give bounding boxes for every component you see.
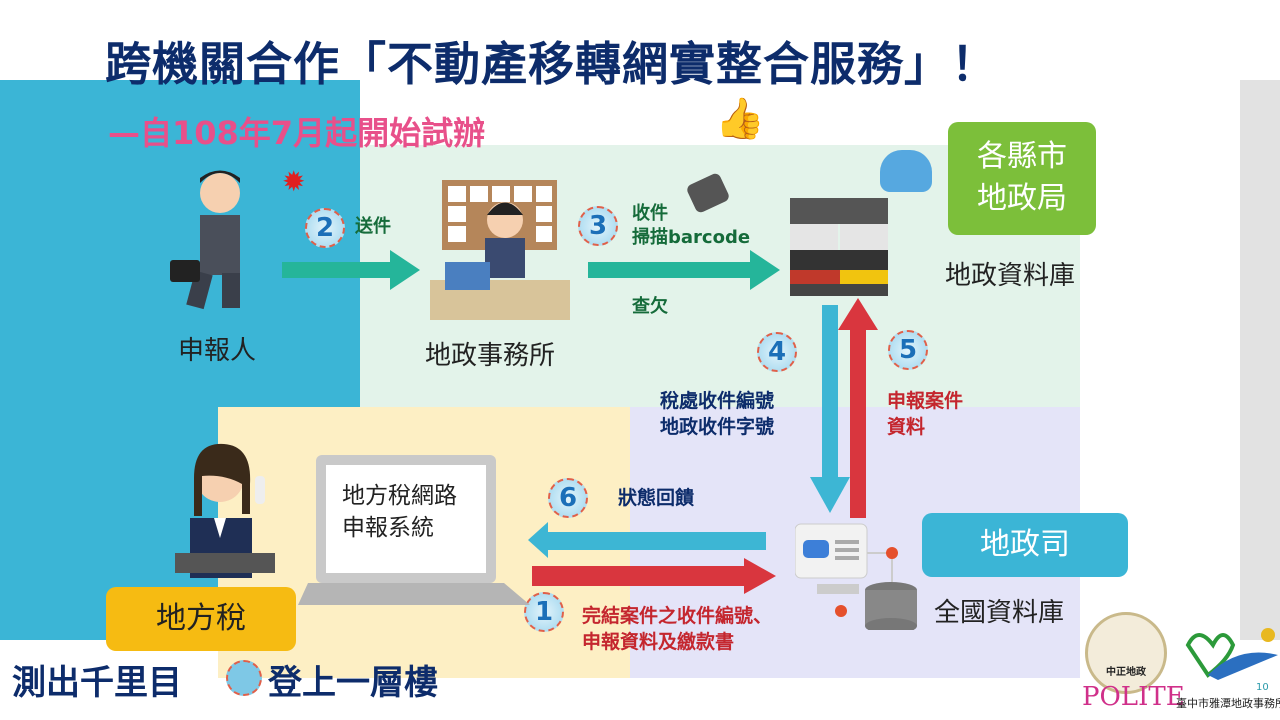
slogan-left: 測出千里目 xyxy=(12,663,182,703)
step-4-text: 稅處收件編號 地政收件字號 xyxy=(660,390,775,438)
step-1-badge: 1 xyxy=(524,592,564,632)
tax-clerk-phone-icon xyxy=(170,438,280,582)
polite-logo-center: 中正地政 xyxy=(1106,667,1146,678)
office-logo-icon xyxy=(1178,625,1278,684)
subtitle: —自108年7月起開始試辦 xyxy=(108,114,486,152)
polite-wordmark: POLITE xyxy=(1082,682,1185,712)
tax-system-label: 地方稅網路 申報系統 xyxy=(342,483,457,541)
step-5-text: 申報案件 資料 xyxy=(887,390,964,438)
local-tax-box: 地方稅 xyxy=(106,587,296,651)
county-bureau-box: 各縣市 地政局 xyxy=(948,122,1096,235)
national-database-label: 全國資料庫 xyxy=(934,598,1065,628)
arrow-down-4 xyxy=(810,305,850,513)
sun-icon: ✹ xyxy=(282,165,306,198)
arrow-send xyxy=(282,250,420,290)
arrow-case-data xyxy=(532,558,776,594)
applicant-figure-icon xyxy=(170,165,260,315)
office-name: 臺中市雅潭地政事務所 xyxy=(1176,697,1280,710)
gray-strip xyxy=(1240,80,1280,640)
applicant-label: 申報人 xyxy=(178,336,257,366)
land-database-label: 地政資料庫 xyxy=(945,261,1076,291)
globe-icon xyxy=(226,660,262,696)
step-2-text: 送件 xyxy=(355,216,391,237)
step-2-badge: 2 xyxy=(305,208,345,248)
slogan-right: 登上一層樓 xyxy=(268,663,438,703)
step-3-text: 收件 掃描barcode xyxy=(632,203,751,248)
arrow-up-5 xyxy=(838,298,878,518)
national-server-icon xyxy=(794,520,925,634)
land-office-label: 地政事務所 xyxy=(425,341,556,371)
arrow-status-feedback xyxy=(528,522,766,558)
land-database-server-icon xyxy=(790,198,890,302)
step-6-badge: 6 xyxy=(548,478,588,518)
step-6-text: 狀態回饋 xyxy=(618,487,695,509)
arrears-check-text: 查欠 xyxy=(632,296,668,317)
step-1-text: 完結案件之收件編號、 申報資料及繳款書 xyxy=(582,605,773,653)
polite-logo: 中正地政 xyxy=(1085,612,1167,694)
cloud-icon xyxy=(880,150,932,192)
arrow-receive xyxy=(588,250,780,290)
step-4-badge: 4 xyxy=(757,332,797,372)
page-title: 跨機關合作「不動產移轉網實整合服務」！ xyxy=(105,37,998,91)
laptop-icon xyxy=(298,455,533,619)
step-3-badge: 3 xyxy=(578,206,618,246)
page-number: 10 xyxy=(1256,682,1269,693)
ministry-box: 地政司 xyxy=(922,513,1128,577)
land-office-clerk-icon xyxy=(430,180,570,320)
thumbs-up-icon: 👍 xyxy=(715,96,765,142)
step-5-badge: 5 xyxy=(888,330,928,370)
